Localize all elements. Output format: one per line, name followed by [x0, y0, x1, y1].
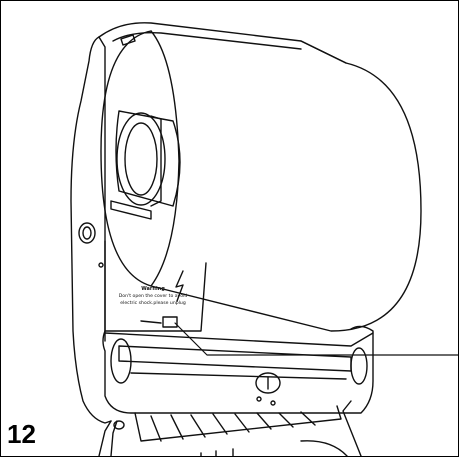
roll-core	[116, 112, 166, 206]
hub-arm	[110, 200, 152, 220]
inner-panel	[104, 240, 207, 332]
left-hook	[98, 420, 118, 456]
bottom-curve	[300, 440, 348, 456]
warning-label-title: Warning	[141, 286, 165, 292]
warning-label-line1: Don't open the cover to avoid	[119, 293, 188, 299]
top-lid	[98, 22, 347, 64]
left-side-plate	[110, 338, 132, 384]
side-knob-inner	[82, 226, 92, 240]
lower-housing-groove	[130, 372, 347, 380]
roll-core-inner	[124, 122, 158, 196]
cutter-teeth	[150, 411, 316, 442]
cutter-rivet	[256, 396, 262, 402]
figure-number: 12	[7, 419, 36, 449]
callout-leader-line	[174, 322, 458, 356]
lid-slot	[120, 34, 136, 46]
paper-roll-left-arc	[150, 30, 180, 287]
top-lid-inner	[112, 31, 302, 50]
lower-housing	[102, 325, 374, 414]
bottom-dots	[200, 448, 234, 456]
left-hook-joint	[113, 420, 125, 430]
lower-housing-rail	[118, 345, 352, 372]
hub-bracket	[150, 115, 162, 207]
connector-wire	[140, 320, 162, 324]
warning-label-line2: electric shock.please unplug	[120, 300, 186, 306]
back-housing-outline	[70, 36, 112, 424]
connector-block	[162, 316, 178, 328]
paper-roll	[100, 30, 422, 332]
side-knob	[78, 222, 96, 244]
right-hook	[342, 400, 362, 456]
lower-housing-top-edge	[104, 332, 374, 347]
housing-screw	[98, 262, 104, 268]
front-latch	[255, 372, 281, 394]
electric-bolt-icon	[175, 270, 184, 302]
cutter-rivet	[270, 400, 276, 406]
roll-hub-outer	[115, 110, 181, 207]
right-side-plate	[350, 347, 368, 385]
cutter-blade	[134, 405, 342, 442]
